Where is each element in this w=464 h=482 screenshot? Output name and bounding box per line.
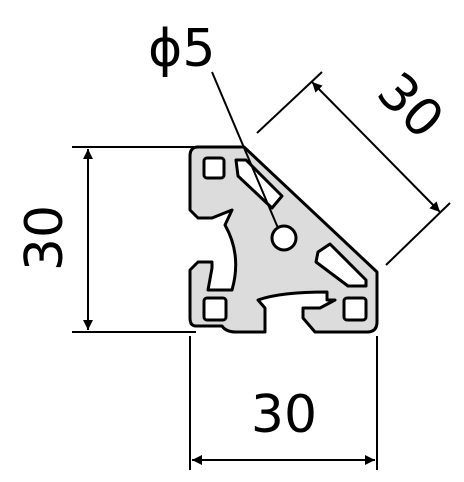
corner-slot-top-left <box>202 156 226 180</box>
diameter-leader-line <box>211 71 279 229</box>
width-dimension: 30 <box>189 336 378 470</box>
diagonal-dimension-line <box>311 81 441 213</box>
aluminium-profile <box>188 145 379 334</box>
diagonal-label: 30 <box>365 61 454 150</box>
corner-slot-bottom-left <box>202 296 228 322</box>
diagonal-slot-lower <box>314 242 368 288</box>
core-hole <box>270 224 298 252</box>
diagonal-extension-lower <box>385 202 451 266</box>
corner-slot-bottom-right <box>342 296 368 322</box>
diagonal-extension-upper <box>256 71 323 134</box>
height-label: 30 <box>15 205 75 271</box>
diameter-label: ϕ5 <box>148 19 215 79</box>
height-dimension: 30 <box>15 146 196 333</box>
width-label: 30 <box>251 385 317 445</box>
